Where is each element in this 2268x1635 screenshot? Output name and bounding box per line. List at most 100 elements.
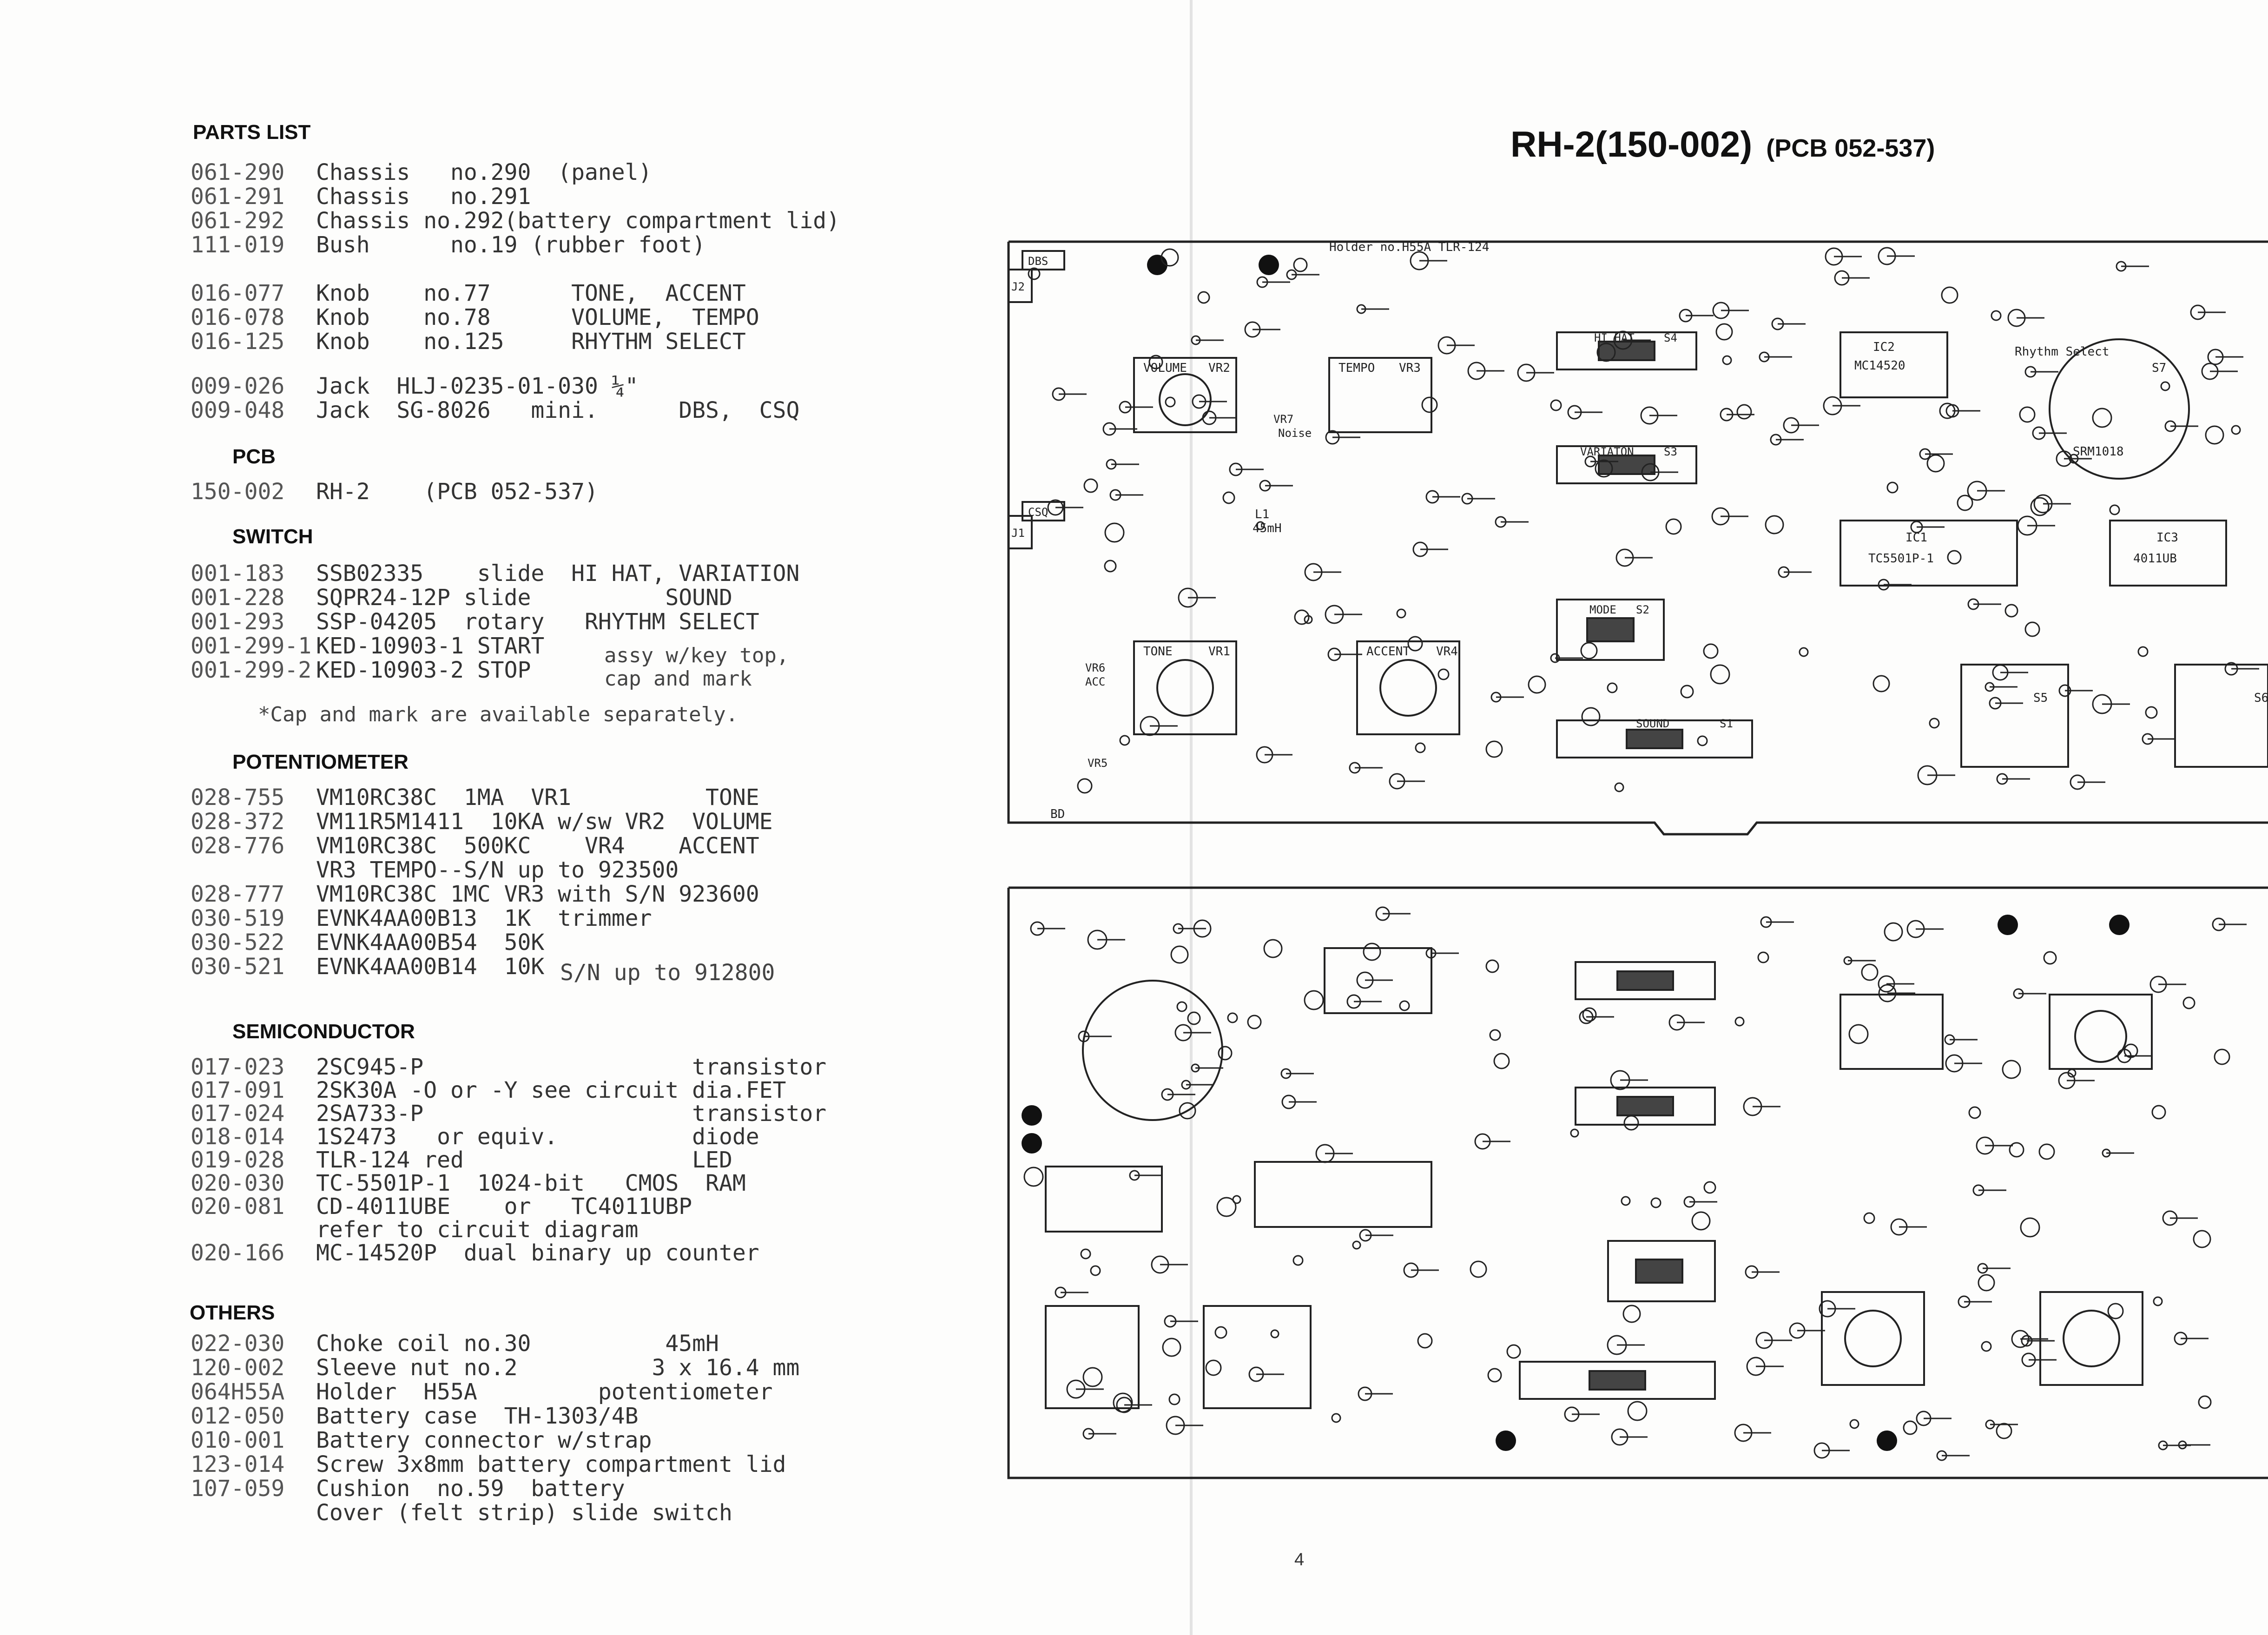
part-description: KED-10903-1 START: [316, 633, 545, 659]
solder-pad: [1929, 718, 1940, 729]
accent-label: ACCENT: [1366, 645, 1410, 659]
part-number: 028-372: [191, 809, 285, 835]
solder-pad: [1216, 1197, 1237, 1217]
part-number: 064H55A: [191, 1379, 285, 1405]
part-description: CD-4011UBE or TC4011UBP: [316, 1193, 692, 1220]
part-description: Knob no.78 VOLUME, TEMPO: [316, 304, 759, 330]
board-title: RH-2(150-002)(PCB 052-537): [1510, 123, 1935, 165]
solder-pad: [1205, 1359, 1222, 1376]
switch-footnote: *Cap and mark are available separately.: [258, 703, 738, 726]
part-number: 017-023: [191, 1054, 285, 1080]
solder-pad: [1165, 396, 1176, 408]
s5-label: S5: [2033, 691, 2048, 705]
solder-pad: [1304, 990, 1324, 1010]
solder-pad: [1023, 1167, 1044, 1187]
part-number: 020-030: [191, 1170, 285, 1196]
part-description: Jack HLJ-0235-01-030 ¼": [316, 373, 639, 399]
vr4-label: VR4: [1436, 645, 1458, 659]
solder-pad: [1396, 608, 1406, 619]
solder-pad: [2020, 1217, 2040, 1238]
solder-pad: [1227, 1012, 1238, 1023]
assy-note-1: assy w/key top,: [604, 644, 789, 667]
part-number: 028-777: [191, 881, 285, 907]
solder-pad: [2092, 408, 2112, 428]
solder-pad: [1080, 1248, 1091, 1259]
part-number: 107-059: [191, 1476, 285, 1502]
s6-label: S6: [2254, 691, 2268, 705]
part-description: VR3 TEMPO--S/N up to 923500: [316, 857, 679, 883]
s1-label: S1: [1720, 717, 1733, 730]
solder-pad: [1415, 742, 1426, 753]
solder-pad: [1179, 1102, 1196, 1120]
solder-pad: [1968, 1106, 1981, 1119]
solder-pad: [1765, 515, 1784, 534]
part-row: refer to circuit diagram: [191, 1218, 639, 1242]
solder-pad: [1665, 518, 1682, 535]
part-row: 020-030 TC-5501P-1 1024-bit CMOS RAM: [191, 1171, 746, 1195]
part-description: Chassis no.290 (panel): [316, 159, 652, 185]
solder-pad: [1363, 943, 1381, 961]
solder-pad: [1222, 491, 1235, 504]
solder-pad: [2214, 1048, 2230, 1065]
solder-pad: [1493, 1053, 1510, 1069]
solder-pad: [1734, 1016, 1745, 1027]
vr2-label: VR2: [1208, 361, 1230, 375]
solder-pad: [2193, 1230, 2211, 1248]
part-row: 028-777 VM10RC38C 1MC VR3 with S/N 923600: [191, 882, 759, 906]
solder-pad: [1991, 310, 2002, 321]
mode-label: MODE: [1589, 603, 1616, 616]
solder-pad: [1799, 647, 1809, 657]
solder-pad: [1214, 1326, 1227, 1339]
tempo-label: TEMPO: [1338, 361, 1375, 375]
solder-pad: [1162, 1338, 1181, 1357]
solder-pad: [1736, 404, 1752, 420]
part-number: 061-291: [191, 184, 285, 210]
solder-pad: [1187, 1011, 1201, 1025]
s3-label: S3: [1664, 445, 1677, 458]
solder-pad: [2231, 425, 2241, 435]
solder-pad: [1947, 550, 1962, 565]
part-description: Cushion no.59 battery: [316, 1476, 625, 1502]
solder-pad: [1582, 1007, 1597, 1022]
solder-pad: [1863, 1212, 1875, 1224]
solder-pad: [1104, 560, 1117, 573]
solder-pad: [2151, 1105, 2166, 1120]
solder-pad: [1421, 396, 1438, 413]
solder-pad: [1487, 1368, 1502, 1383]
solder-pad: [1113, 1392, 1133, 1413]
ic2-label: IC2: [1873, 340, 1895, 354]
part-description: VM10RC38C 1MC VR3 with S/N 923600: [316, 881, 759, 907]
srm-label: SRM1018: [2073, 445, 2124, 459]
part-number: 020-166: [191, 1240, 285, 1266]
solder-pad: [2030, 497, 2050, 516]
part-description: TC-5501P-1 1024-bit CMOS RAM: [316, 1170, 746, 1196]
solder-pad: [1148, 355, 1163, 369]
solder-pad: [1489, 1029, 1501, 1041]
pcb-solder-side: [1007, 886, 2268, 1479]
vr7-label: VR7: [1273, 413, 1293, 426]
part-number: 061-290: [191, 159, 285, 185]
solder-pad: [1197, 291, 1210, 304]
solder-pad: [2004, 604, 2018, 618]
page-number: 4: [1294, 1550, 1305, 1569]
solder-pad: [1886, 481, 1899, 494]
solder-pad: [2019, 406, 2036, 423]
ic3-part: 4011UB: [2133, 552, 2177, 566]
solder-pad: [1710, 664, 1730, 685]
solder-pad: [1170, 945, 1189, 964]
part-description: SSB02335 slide HI HAT, VARIATION: [316, 560, 800, 587]
solder-pad: [2024, 621, 2040, 637]
part-description: refer to circuit diagram: [316, 1217, 639, 1243]
others-heading: OTHERS: [190, 1301, 275, 1324]
